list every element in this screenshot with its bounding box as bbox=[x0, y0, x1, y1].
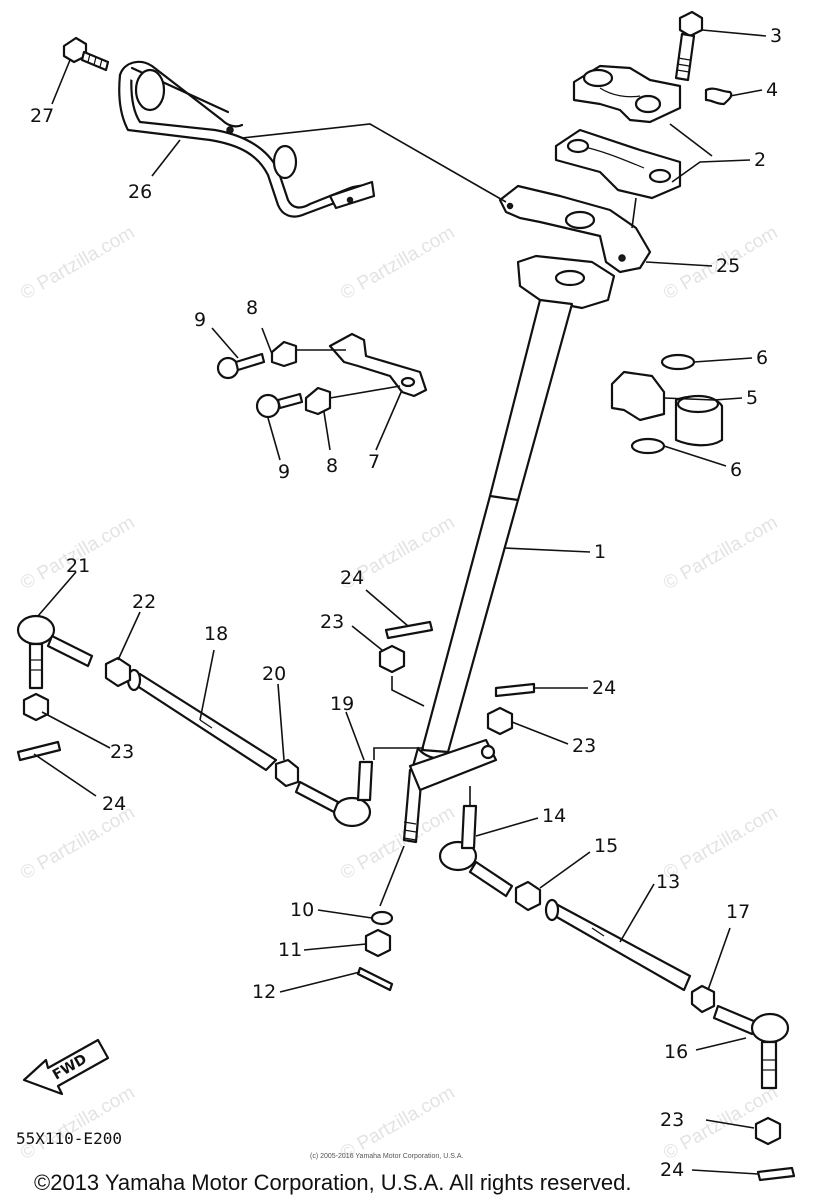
callout-3: 3 bbox=[770, 25, 782, 47]
callout-26: 26 bbox=[128, 181, 152, 203]
part-bolt-3 bbox=[674, 10, 704, 82]
callout-14: 14 bbox=[542, 805, 566, 827]
watermark: © Partzilla.com bbox=[17, 1082, 138, 1164]
callout-4: 4 bbox=[766, 79, 778, 101]
small-copyright: (c) 2005-2016 Yamaha Motor Corporation, … bbox=[310, 1153, 463, 1160]
callout-23: 23 bbox=[110, 741, 134, 763]
callout-6: 6 bbox=[756, 347, 768, 369]
part-locknut-20 bbox=[274, 758, 300, 788]
callout-12: 12 bbox=[252, 981, 276, 1003]
part-tierod-13 bbox=[544, 898, 692, 992]
part-cotterpin-24b bbox=[494, 682, 536, 698]
part-clip-8b bbox=[304, 386, 332, 416]
watermark: © Partzilla.com bbox=[337, 222, 458, 304]
callout-23: 23 bbox=[660, 1109, 684, 1131]
callout-24: 24 bbox=[102, 793, 126, 815]
part-tierod-end-21 bbox=[16, 614, 94, 690]
part-handlebar bbox=[118, 60, 376, 218]
part-nut-11 bbox=[364, 928, 392, 958]
part-nut-23a bbox=[378, 644, 406, 674]
part-balljoint-19 bbox=[294, 760, 374, 828]
part-cotterpin-12 bbox=[356, 966, 394, 992]
part-nut-23d bbox=[754, 1116, 782, 1146]
part-clip-8a bbox=[270, 340, 298, 368]
part-steering-column bbox=[402, 254, 616, 844]
callout-16: 16 bbox=[664, 1041, 688, 1063]
part-locknut-22 bbox=[104, 656, 132, 688]
watermark: © Partzilla.com bbox=[337, 1082, 458, 1164]
part-bracket-25 bbox=[498, 184, 652, 274]
part-locknut-17 bbox=[690, 984, 716, 1014]
callout-9: 9 bbox=[278, 461, 290, 483]
fwd-arrow-icon: FWD bbox=[22, 1038, 110, 1096]
callout-24: 24 bbox=[340, 567, 364, 589]
callout-24: 24 bbox=[660, 1159, 684, 1181]
part-washer-6b bbox=[630, 437, 666, 455]
part-cotterpin-24c bbox=[16, 740, 62, 762]
callout-1: 1 bbox=[594, 541, 606, 563]
callout-11: 11 bbox=[278, 939, 302, 961]
part-tierod-18 bbox=[126, 668, 278, 772]
part-cotterpin-24a bbox=[384, 620, 434, 640]
callout-24: 24 bbox=[592, 677, 616, 699]
part-nut-23b bbox=[486, 706, 514, 736]
part-locknut-15 bbox=[514, 880, 542, 912]
part-washer-6a bbox=[660, 353, 696, 371]
callout-27: 27 bbox=[30, 105, 54, 127]
part-cotterpin-24d bbox=[756, 1166, 796, 1182]
part-holder-lower bbox=[554, 128, 682, 200]
part-tierod-end-16 bbox=[712, 1004, 790, 1090]
watermark: © Partzilla.com bbox=[17, 222, 138, 304]
callout-9: 9 bbox=[194, 309, 206, 331]
drawing-code: 55X110-E200 bbox=[16, 1129, 122, 1148]
callout-15: 15 bbox=[594, 835, 618, 857]
copyright-line: ©2013 Yamaha Motor Corporation, U.S.A. A… bbox=[34, 1170, 631, 1195]
callout-6: 6 bbox=[730, 459, 742, 481]
callout-2: 2 bbox=[754, 149, 766, 171]
part-washer-10 bbox=[370, 910, 394, 926]
watermark: © Partzilla.com bbox=[660, 512, 781, 594]
callout-10: 10 bbox=[290, 899, 314, 921]
callout-23: 23 bbox=[320, 611, 344, 633]
callout-8: 8 bbox=[326, 455, 338, 477]
part-screw-9b bbox=[255, 392, 304, 419]
part-lockwasher-4 bbox=[704, 87, 733, 106]
part-balljoint-14 bbox=[438, 804, 514, 898]
part-bushing-5 bbox=[610, 370, 724, 447]
callout-25: 25 bbox=[716, 255, 740, 277]
callout-20: 20 bbox=[262, 663, 286, 685]
callout-18: 18 bbox=[204, 623, 228, 645]
callouts: 1 2 3 4 5 6 6 7 8 8 9 9 10 11 12 13 14 1… bbox=[30, 25, 782, 1181]
callout-5: 5 bbox=[746, 387, 758, 409]
callout-23: 23 bbox=[572, 735, 596, 757]
callout-7: 7 bbox=[368, 451, 380, 473]
part-nut-23c bbox=[22, 692, 50, 722]
part-screw-9a bbox=[216, 352, 266, 380]
callout-8: 8 bbox=[246, 297, 258, 319]
callout-21: 21 bbox=[66, 555, 90, 577]
leader-lines bbox=[33, 29, 767, 1175]
callout-13: 13 bbox=[656, 871, 680, 893]
part-bolt-27 bbox=[62, 36, 110, 72]
watermark: © Partzilla.com bbox=[17, 512, 138, 594]
part-bracket-7 bbox=[328, 332, 428, 398]
callout-22: 22 bbox=[132, 591, 156, 613]
callout-17: 17 bbox=[726, 901, 750, 923]
callout-19: 19 bbox=[330, 693, 354, 715]
part-holder-upper bbox=[572, 64, 682, 124]
